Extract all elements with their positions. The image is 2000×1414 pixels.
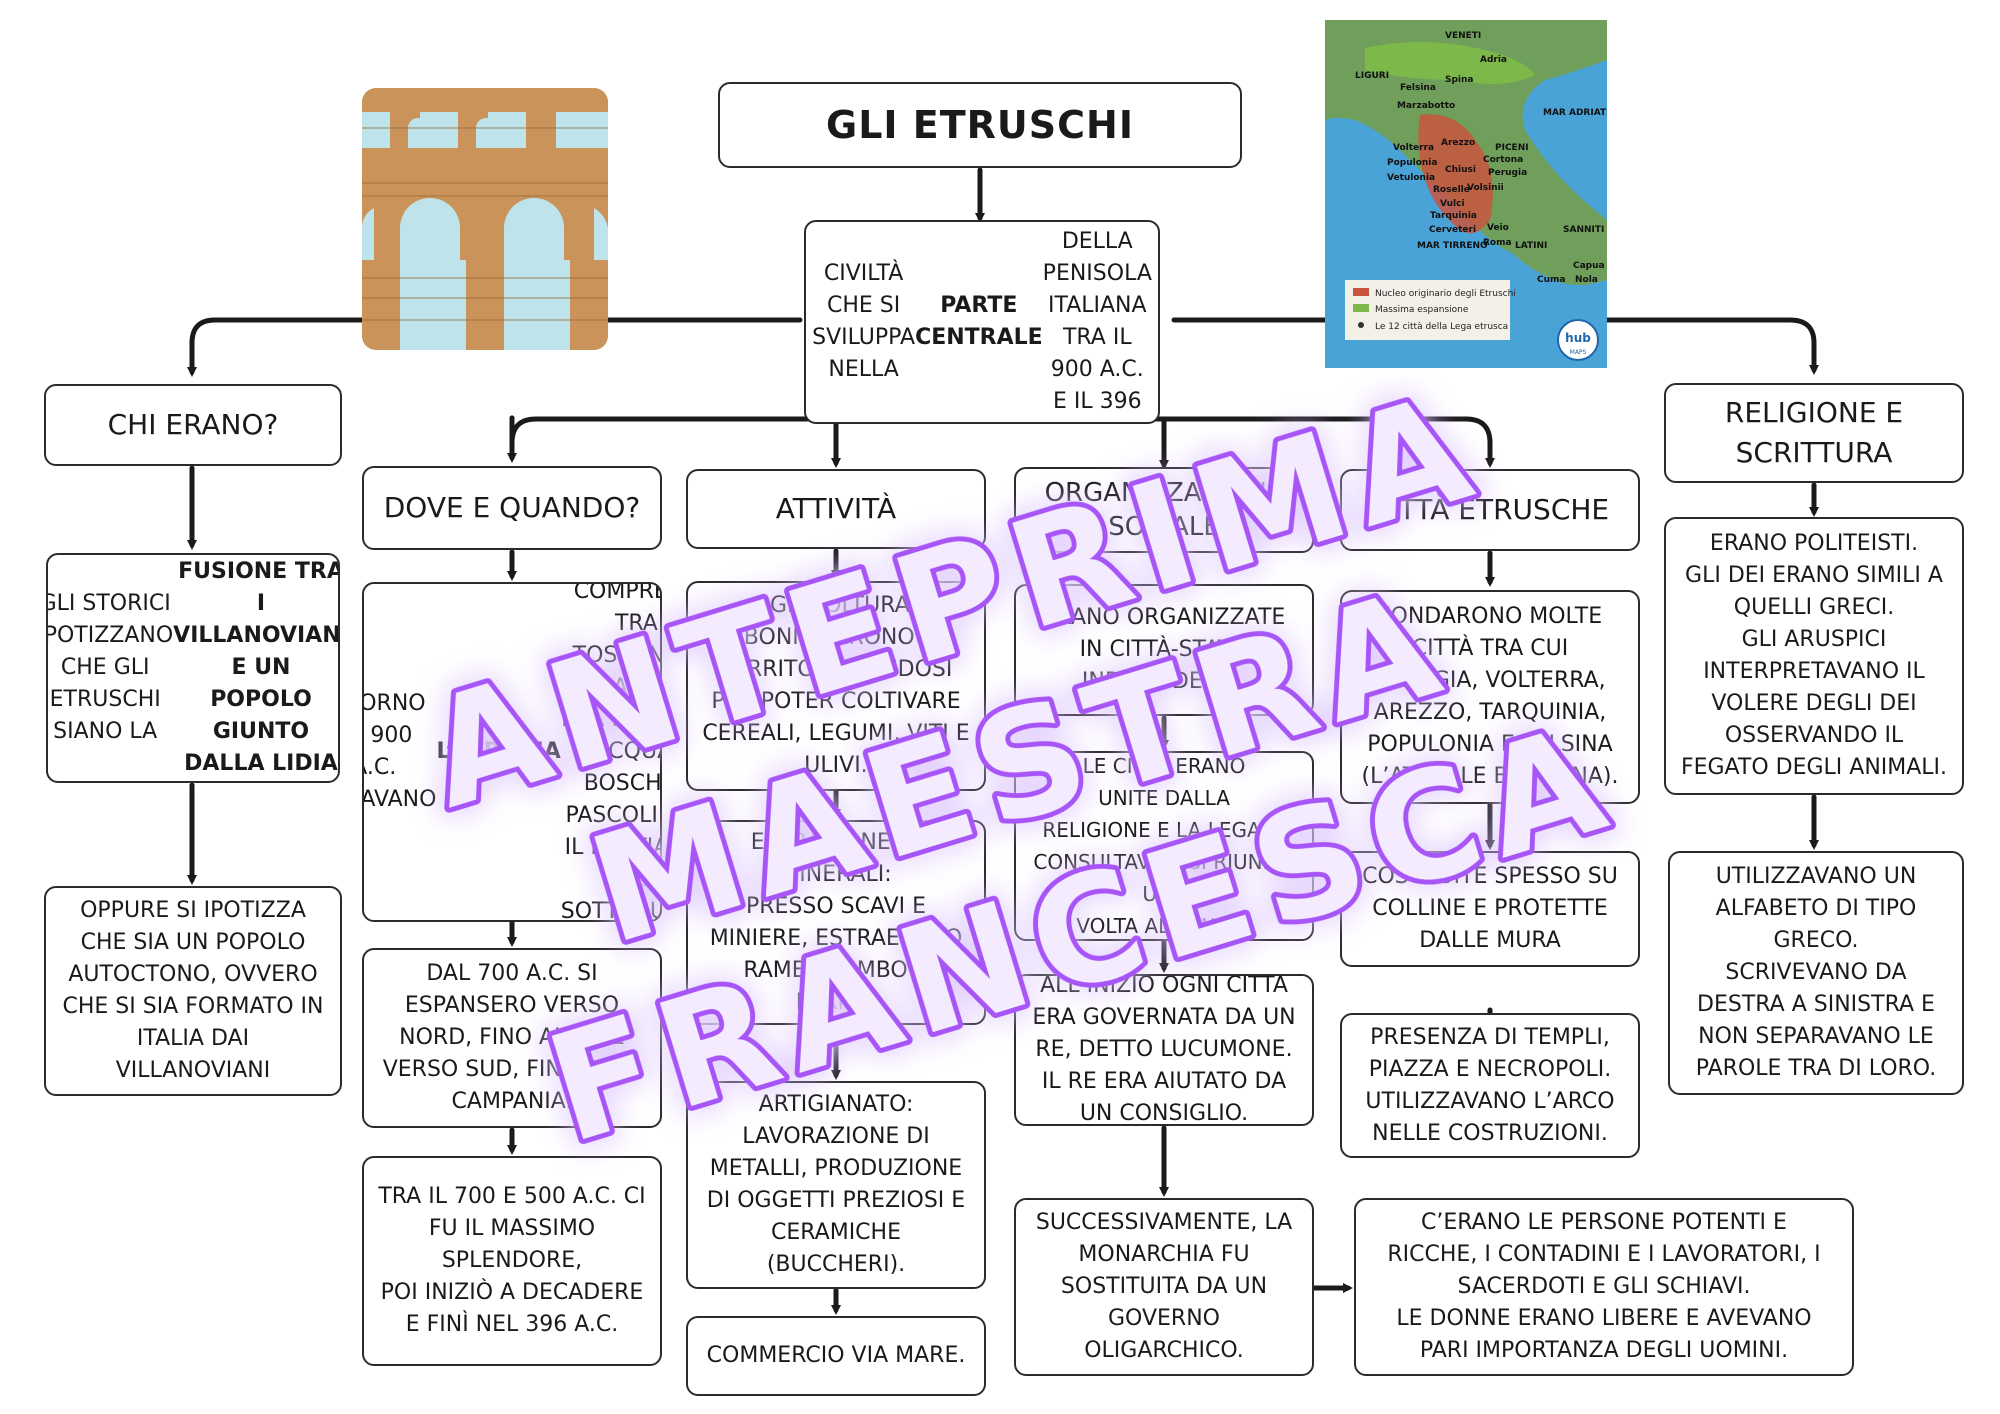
svg-text:Vulci: Vulci	[1440, 199, 1465, 209]
svg-text:MAPS: MAPS	[1570, 349, 1587, 356]
religione-box-2: UTILIZZAVANO UN ALFABETO DI TIPO GRECO. …	[1668, 851, 1964, 1095]
header-organizzazione: ORGANIZZAZIONE SOCIALE	[1014, 467, 1314, 553]
organizzazione-box-1: ERANO ORGANIZZATE IN CITTÀ-STATO INDIPEN…	[1014, 584, 1314, 716]
svg-text:Capua: Capua	[1573, 261, 1605, 271]
svg-text:Marzabotto: Marzabotto	[1397, 101, 1455, 111]
svg-text:Arezzo: Arezzo	[1441, 138, 1475, 148]
svg-text:PICENI: PICENI	[1495, 143, 1529, 153]
attivita-box-1: AGRICOLTURA: BONIFICARONO I TERRITORI PA…	[686, 581, 986, 791]
page-title: GLI ETRUSCHI	[718, 82, 1242, 168]
header-dove-quando: DOVE E QUANDO?	[362, 466, 662, 550]
svg-text:Perugia: Perugia	[1488, 168, 1527, 178]
svg-text:LATINI: LATINI	[1515, 241, 1547, 251]
svg-text:Roselle: Roselle	[1433, 185, 1470, 195]
svg-text:LIGURI: LIGURI	[1355, 71, 1389, 81]
hub-maps-logo: hub	[1565, 331, 1591, 345]
dove-box-2: DAL 700 A.C. SI ESPANSERO VERSO NORD, FI…	[362, 948, 662, 1128]
svg-text:Volterra: Volterra	[1393, 143, 1434, 153]
citta-box-1: FONDARONO MOLTE CITTÀ TRA CUI PERUGIA, V…	[1340, 590, 1640, 804]
chi-erano-box-1: GLI STORICI IPOTIZZANO CHE GLI ETRUSCHI …	[46, 553, 340, 783]
svg-text:Populonia: Populonia	[1387, 158, 1437, 168]
svg-text:Cuma: Cuma	[1537, 275, 1565, 285]
aqueduct-image	[362, 88, 608, 350]
dove-box-3: TRA IL 700 E 500 A.C. CI FU IL MASSIMO S…	[362, 1156, 662, 1366]
header-citta-etrusche: CITTÀ ETRUSCHE	[1340, 469, 1640, 551]
svg-text:MAR TIRRENO: MAR TIRRENO	[1417, 241, 1488, 251]
citta-box-3: PRESENZA DI TEMPLI, PIAZZA E NECROPOLI. …	[1340, 1013, 1640, 1158]
organizzazione-box-3: ALL’INIZIO OGNI CITTÀ ERA GOVERNATA DA U…	[1014, 974, 1314, 1126]
organizzazione-box-4: SUCCESSIVAMENTE, LA MONARCHIA FU SOSTITU…	[1014, 1198, 1314, 1376]
citta-box-2: COSTRUITE SPESSO SU COLLINE E PROTETTE D…	[1340, 851, 1640, 967]
svg-text:Cerveteri: Cerveteri	[1429, 225, 1476, 235]
attivita-box-2: ESTRAZIONE DI MINERALI: PRESSO SCAVI E M…	[686, 820, 986, 1025]
svg-text:Tarquinia: Tarquinia	[1430, 211, 1477, 221]
attivita-box-4: COMMERCIO VIA MARE.	[686, 1316, 986, 1396]
svg-text:Nola: Nola	[1575, 275, 1598, 285]
header-religione-scrittura: RELIGIONE E SCRITTURA	[1664, 383, 1964, 483]
header-attivita: ATTIVITÀ	[686, 469, 986, 549]
religione-box-1: ERANO POLITEISTI. GLI DEI ERANO SIMILI A…	[1664, 517, 1964, 795]
intro-box: CIVILTÀ CHE SI SVILUPPA NELLA PARTE CENT…	[804, 220, 1160, 424]
svg-text:Volsinii: Volsinii	[1467, 183, 1504, 193]
attivita-box-3: ARTIGIANATO: LAVORAZIONE DI METALLI, PRO…	[686, 1081, 986, 1289]
svg-text:Spina: Spina	[1445, 75, 1474, 85]
legend-expansion: Massima espansione	[1375, 305, 1469, 315]
svg-text:Roma: Roma	[1483, 238, 1512, 248]
map-of-etruria: Nucleo originario degli Etruschi Massima…	[1325, 20, 1607, 368]
organizzazione-box-5: C’ERANO LE PERSONE POTENTI E RICCHE, I C…	[1354, 1198, 1854, 1376]
header-chi-erano: CHI ERANO?	[44, 384, 342, 466]
svg-text:Veio: Veio	[1487, 223, 1509, 233]
legend-league: Le 12 città della Lega etrusca	[1375, 322, 1508, 332]
svg-text:Adria: Adria	[1480, 55, 1507, 65]
svg-text:Chiusi: Chiusi	[1445, 165, 1476, 175]
svg-text:SANNITI: SANNITI	[1563, 225, 1604, 235]
svg-text:Vetulonia: Vetulonia	[1387, 173, 1435, 183]
chi-erano-box-2: OPPURE SI IPOTIZZA CHE SIA UN POPOLO AUT…	[44, 886, 342, 1096]
svg-text:Cortona: Cortona	[1483, 155, 1523, 165]
svg-text:MAR ADRIATICO: MAR ADRIATICO	[1543, 108, 1607, 118]
dove-box-1: INTORNO AL 900 A.C. ABITAVANO L’ETRURIA,…	[362, 582, 662, 922]
svg-text:Felsina: Felsina	[1400, 83, 1436, 93]
legend-origin: Nucleo originario degli Etruschi	[1375, 289, 1516, 299]
svg-text:VENETI: VENETI	[1445, 31, 1481, 41]
organizzazione-box-2: LE CITTÀ ERANO UNITE DALLA RELIGIONE E L…	[1014, 751, 1314, 941]
